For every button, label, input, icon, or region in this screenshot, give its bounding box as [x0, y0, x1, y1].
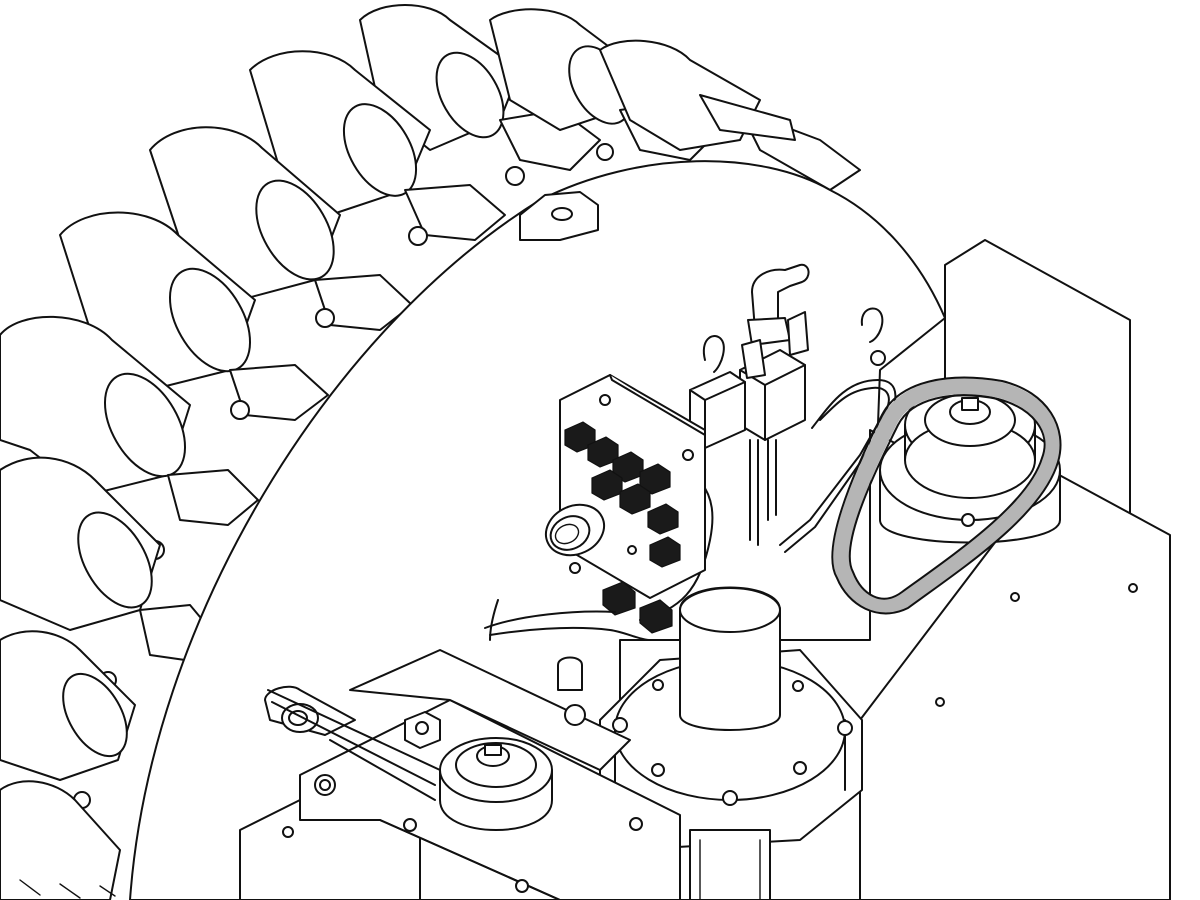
lifting-loop	[702, 307, 886, 373]
push-button	[544, 503, 606, 557]
elbow-fitting	[741, 263, 810, 379]
cartridge-unit	[0, 315, 259, 560]
motor-body	[689, 829, 771, 900]
cartridge-ring	[0, 4, 861, 900]
cartridge-unit	[0, 780, 121, 900]
plate-mounting-ear	[519, 191, 599, 241]
cartridge-unit	[599, 39, 861, 191]
timing-belt	[831, 376, 1062, 615]
cartridge-unit	[0, 456, 216, 689]
cartridge-unit	[0, 630, 136, 809]
sensor-cap	[557, 656, 583, 691]
board-connector	[564, 421, 681, 634]
motor-shaft-housing	[679, 586, 781, 731]
lower-pulley	[439, 737, 553, 831]
wire-harness	[484, 599, 651, 641]
standoff-block	[404, 711, 441, 749]
cartridge-unit	[249, 50, 506, 246]
